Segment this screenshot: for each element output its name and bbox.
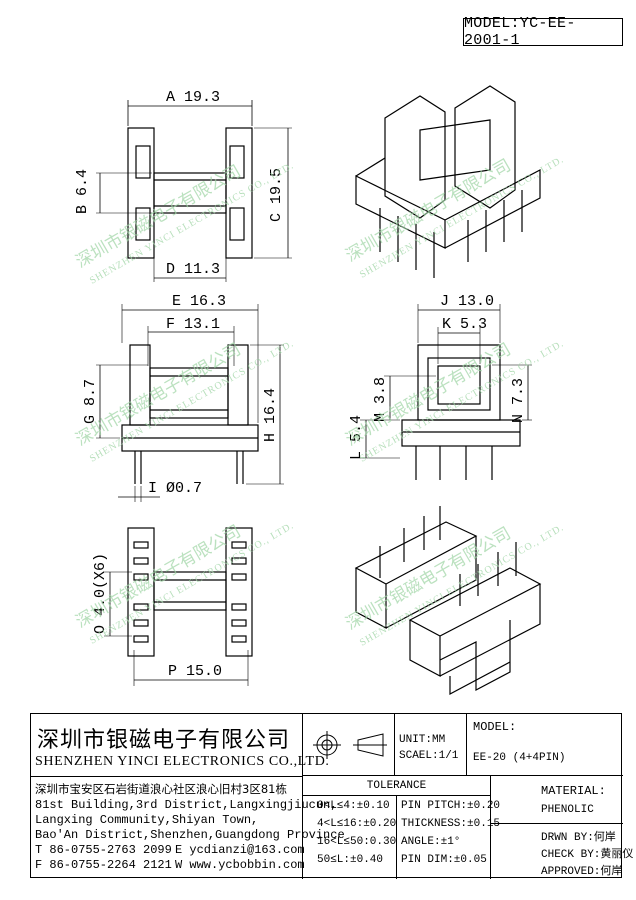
projection-symbol-cell: [303, 714, 395, 776]
pin-tolerance-line: PIN DIM:±0.05: [401, 854, 487, 866]
unit-label: UNIT:MM: [399, 734, 446, 746]
address-en-2: Langxing Community,Shiyan Town,: [35, 813, 259, 827]
dim-d-label: D 11.3: [166, 261, 220, 278]
approved-by: APPROVED:何岸: [541, 866, 623, 878]
fax: F 86-0755-2264 2121: [35, 858, 172, 872]
tolerance-pin-cell: PIN PITCH:±0.20 THICKNESS:±0.15 ANGLE:±1…: [397, 796, 500, 879]
model-value: EE-20 (4+4PIN): [473, 752, 566, 764]
drawn-by: DRWN BY:何岸: [541, 832, 616, 844]
dim-h-label: H 16.4: [262, 388, 279, 442]
dim-m-label: M 3.8: [372, 377, 389, 422]
scale-label: SCAEL:1/1: [399, 750, 459, 762]
top-iso-view: [355, 85, 541, 278]
address-cn: 深圳市宝安区石岩街道浪心社区浪心旧村3区81栋: [35, 782, 287, 796]
dim-f-label: F 13.1: [166, 316, 220, 333]
model-label: MODEL:YC-EE-2001-1: [463, 15, 623, 49]
material-heading: MATERIAL:: [541, 784, 606, 798]
address-en-3: Bao'An District,Shenzhen,Guangdong Provi…: [35, 828, 345, 842]
title-block: 深圳市银磁电子有限公司 SHENZHEN YINCI ELECTRONICS C…: [30, 713, 633, 879]
company-info: 深圳市银磁电子有限公司 SHENZHEN YINCI ELECTRONICS C…: [31, 714, 345, 879]
tolerance-line: 4<L≤16:±0.20: [317, 818, 397, 830]
watermark: 深圳市银磁电子有限公司 SHENZHEN YINCI ELECTRONICS C…: [73, 154, 567, 648]
dim-c-label: C 19.5: [268, 168, 285, 222]
company-name-en: SHENZHEN YINCI ELECTRONICS CO.,LTD.: [35, 754, 330, 769]
model-cell: MODEL: EE-20 (4+4PIN): [467, 714, 623, 776]
tel: T 86-0755-2763 2099: [35, 843, 172, 857]
tolerance-heading: TOLERANCE: [366, 780, 427, 792]
technical-drawing: A 19.3 B 6.4 C 19.5 D 11.3 E 16.3 F 13.1…: [73, 85, 567, 695]
watermark-cn: 深圳市银磁电子有限公司: [73, 162, 245, 273]
model-heading: MODEL:: [473, 720, 517, 734]
side-view: [360, 304, 532, 480]
projection-symbol-icon: [313, 731, 387, 759]
dim-i-label: I Ø0.7: [148, 480, 202, 497]
material-value: PHENOLIC: [541, 804, 594, 816]
dim-n-label: N 7.3: [510, 378, 527, 423]
pin-tolerance-line: THICKNESS:±0.15: [401, 818, 501, 830]
watermark-en: SHENZHEN YINCI ELECTRONICS CO., LTD.: [358, 154, 566, 280]
dim-a-label: A 19.3: [166, 89, 220, 106]
tolerance-length-cell: 0<L≤4:±0.10 4<L≤16:±0.20 16<L≤50:0.30 50…: [303, 796, 397, 879]
website: W www.ycbobbin.com: [175, 858, 305, 872]
signatures-cell: DRWN BY:何岸 CHECK BY:黄丽仪 APPROVED:何岸: [491, 824, 633, 879]
watermark-en: SHENZHEN YINCI ELECTRONICS CO., LTD.: [358, 522, 566, 648]
checked-by: CHECK BY:黄丽仪: [541, 849, 634, 861]
address-en-1: 81st Building,3rd District,Langxingjiucu…: [35, 798, 338, 812]
dim-l-label: L 5.4: [348, 415, 365, 460]
watermark-cn: 深圳市银磁电子有限公司: [343, 340, 515, 451]
tolerance-line: 16<L≤50:0.30: [317, 836, 397, 848]
dim-b-label: B 6.4: [74, 169, 91, 214]
dim-j-label: J 13.0: [440, 293, 494, 310]
dim-e-label: E 16.3: [172, 293, 226, 310]
tolerance-heading-cell: TOLERANCE: [303, 776, 491, 796]
email: E ycdianzi@163.com: [175, 843, 305, 857]
watermark-en: SHENZHEN YINCI ELECTRONICS CO., LTD.: [88, 520, 296, 646]
dim-p-label: P 15.0: [168, 663, 222, 680]
bottom-iso-view: [354, 506, 542, 695]
dim-k-label: K 5.3: [442, 316, 487, 333]
tolerance-line: 50≤L:±0.40: [317, 854, 384, 866]
tolerance-line: 0<L≤4:±0.10: [317, 800, 390, 812]
bottom-view: [104, 527, 253, 686]
top-view: [96, 100, 292, 282]
pin-tolerance-line: ANGLE:±1°: [401, 836, 461, 848]
front-view: [96, 304, 284, 502]
pin-tolerance-line: PIN PITCH:±0.20: [401, 800, 501, 812]
dim-g-label: G 8.7: [82, 379, 99, 424]
dim-o-label: O 4.0(X6): [92, 553, 109, 634]
material-cell: MATERIAL: PHENOLIC: [491, 776, 623, 824]
unit-scale-cell: UNIT:MM SCAEL:1/1: [395, 714, 467, 776]
watermark-cn: 深圳市银磁电子有限公司: [343, 156, 515, 267]
company-name-cn: 深圳市银磁电子有限公司: [37, 728, 291, 753]
